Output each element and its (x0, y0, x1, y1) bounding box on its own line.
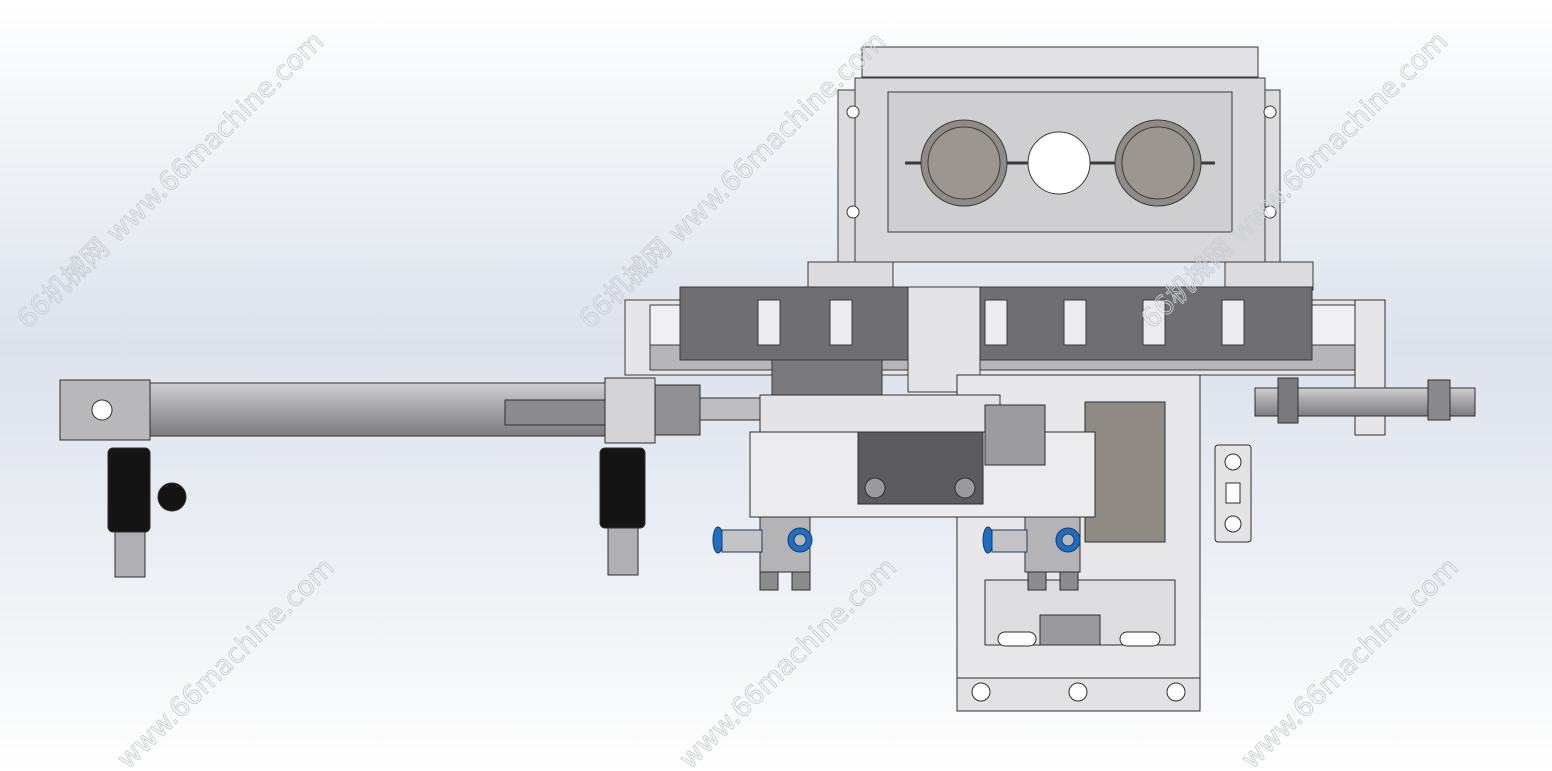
top-frame (807, 46, 1314, 291)
clamp-right (599, 447, 646, 529)
linear-rail (624, 286, 1386, 396)
right-cylinder (1214, 299, 1476, 543)
clamp-left (107, 447, 151, 533)
air-fittings (712, 526, 1081, 554)
center-hole (1027, 131, 1091, 195)
center-assembly (749, 374, 1201, 712)
left-cylinder (59, 377, 761, 578)
